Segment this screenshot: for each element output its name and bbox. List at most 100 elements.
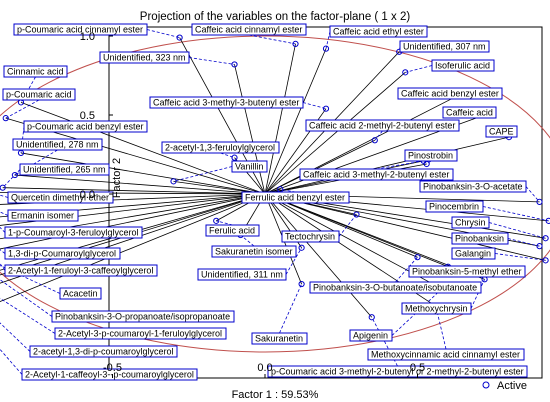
variable-point [11,171,18,179]
label-box [13,23,148,36]
loading-vector [234,64,266,195]
point-label: Vanillin [235,162,263,172]
label-box [425,200,484,213]
loading-vector [14,174,266,195]
label-box [4,247,121,260]
loading-vector [0,193,266,284]
variable-point [545,217,550,224]
label-box [54,327,227,340]
point-label: Caffeic acid cinnamyl ester [195,25,302,35]
point-label: Unidentified, 311 nm [201,270,283,280]
variable-point [176,34,183,41]
point-label: Sakuranetin [255,334,303,344]
point-label: Pinobanksin-3-O-butanoate/isobutanoate [313,283,477,293]
label-box [309,281,482,294]
label-box [451,216,490,229]
label-box [211,245,297,258]
point-label: Pinobanksin-3-O-propanoate/isopropanoate [55,312,230,322]
label-box [51,310,235,323]
label-box [451,247,496,260]
point-label: Methoxychrysin [405,304,468,314]
point-label: Isoferulic acid [435,61,490,71]
variable-point [353,211,360,218]
label-box [349,329,393,342]
label-box [404,149,458,162]
y-tick-label: 0.0 [80,189,95,201]
leader-line [0,211,9,216]
loading-vector [264,72,406,195]
leader-line [279,283,302,334]
leader-line [173,166,233,182]
label-box [451,232,509,245]
label-box [23,120,148,133]
correlation-circle [0,35,550,353]
label-box [99,51,190,64]
label-box [59,287,102,300]
leader-line [302,102,327,110]
variable-point [536,198,543,205]
variable-point [0,184,6,191]
point-label: Ermanin isomer [11,211,74,221]
leader-line [395,256,418,283]
variable-point [322,45,330,52]
point-label: Caffeic acid ethyl ester [333,27,424,37]
label-box [2,88,76,101]
label-box [7,209,79,222]
label-box [205,224,260,237]
label-box [19,163,110,176]
variable-point [542,235,549,242]
legend-label: Active [497,380,527,392]
label-box [149,96,304,109]
variable-point [231,154,238,161]
point-label: Sakuranetin isomer [215,247,293,257]
point-label: 2-Acetyl-1-feruloyl-3-caffeoylglycerol [8,266,153,276]
loading-vector [2,187,266,195]
point-label: Acacetin [63,289,98,299]
point-label: Pinocembrin [429,202,479,212]
label-box [408,265,526,278]
leader-line [0,297,56,334]
label-box [305,119,460,132]
label-box [231,160,268,173]
variable-point [536,243,543,250]
loading-vector [264,193,418,258]
point-label: 1-p-Coumaroyl-3-feruloylglycerol [8,228,139,238]
label-box [281,230,340,243]
leader-line [0,262,6,271]
leader-line [0,249,6,254]
point-label: CAPE [489,127,514,137]
loading-vector [264,136,510,195]
point-label: Galangin [455,249,491,259]
variable-point [371,137,378,144]
label-box [267,365,528,378]
label-box [442,106,497,119]
x-tick-label: 0.5 [410,362,425,374]
loading-vector [264,193,485,280]
point-label: p-Coumaric acid 3-methyl-2-butenyl or 2-… [271,367,524,377]
leader-line [216,220,233,226]
leader-line [482,206,549,222]
label-box [399,40,490,53]
point-label: Unidentified, 265 nm [23,165,106,175]
point-label: 2-acetyl-1,3-di-p-coumaroylglycerol [33,347,174,357]
variable-point [322,105,330,112]
label-box [419,180,527,193]
label-box [431,59,495,72]
y-tick-label: 0.5 [80,110,95,122]
loading-vector [264,90,467,195]
leader-line [146,29,180,38]
point-label: 2-Acetyl-1-caffeoyl-3--p-coumaroylglycer… [25,370,194,380]
leader-line [507,238,540,247]
x-tick-label: -0.5 [103,362,122,374]
point-label: Pinobanksin-5-methyl ether [412,267,522,277]
point-label: Ferulic acid [209,226,255,236]
label-box [12,138,103,151]
leader-line [494,253,546,261]
leader-line [325,31,331,49]
point-label: 1,3-di-p-Coumaroylglycerol [8,249,116,259]
x-axis-label: Factor 1 : 59.53% [232,389,319,401]
loading-vector [264,43,296,195]
variable-point [368,314,375,321]
leader-line [371,317,398,367]
